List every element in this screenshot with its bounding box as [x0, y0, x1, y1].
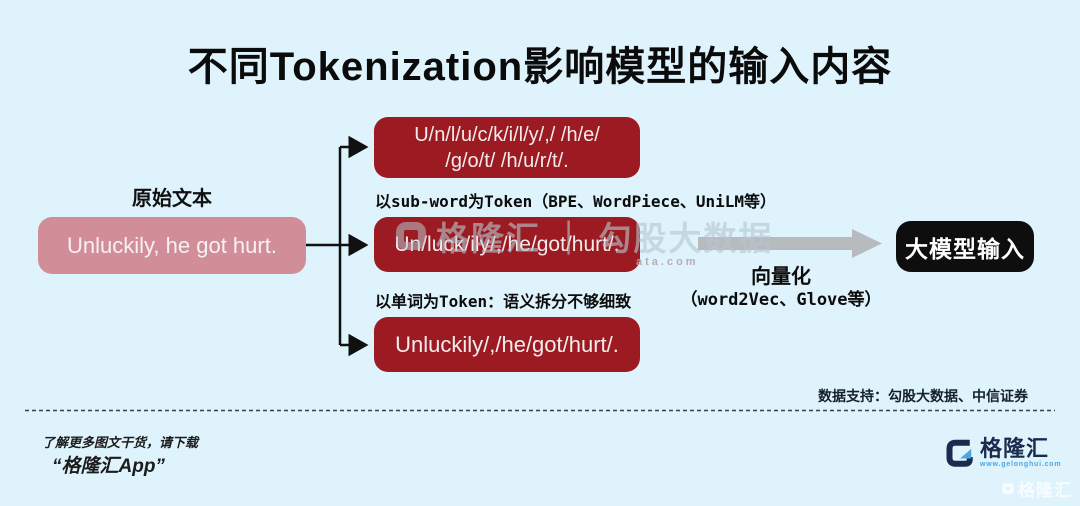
vectorization-methods: （word2Vec、Glove等）	[680, 290, 882, 310]
subword-token-value: Un/luck/ily/,/he/got/hurt/.	[394, 232, 620, 256]
brand-name: 格隆汇	[980, 436, 1050, 461]
brand-url: www.gelonghui.com	[980, 461, 1062, 468]
model-input-value: 大模型输入	[905, 235, 1025, 262]
brand-logo: 格隆汇 www.gelonghui.com	[945, 437, 1061, 471]
brand-text-block: 格隆汇 www.gelonghui.com	[980, 436, 1062, 469]
word-token-value: Unluckily/,/he/got/hurt/.	[395, 331, 619, 357]
original-text-label: 原始文本	[132, 188, 212, 210]
brand-g-icon	[946, 439, 973, 467]
original-text-value: Unluckily, he got hurt.	[67, 232, 277, 258]
subword-token-box: Un/luck/ily/,/he/got/hurt/.	[374, 217, 640, 272]
char-token-line1: U/n/l/u/c/k/i/l/y/,/ /h/e/	[414, 123, 600, 146]
word-caption: 以单词为Token：语义拆分不够细致	[375, 292, 632, 311]
word-token-box: Unluckily/,/he/got/hurt/.	[374, 317, 640, 372]
vectorization-arrow-icon	[698, 229, 882, 258]
promo-line1: 了解更多图文干货，请下载	[42, 435, 199, 450]
promo-line2: “格隆汇App”	[52, 456, 165, 477]
model-input-box: 大模型输入	[896, 221, 1034, 272]
char-token-box: U/n/l/u/c/k/i/l/y/,/ /h/e/ /g/o/t/ /h/u/…	[374, 117, 640, 178]
vectorization-label: 向量化	[751, 266, 811, 288]
corner-watermark: 格隆汇	[1002, 476, 1072, 501]
subword-caption: 以sub-word为Token（BPE、WordPiece、UniLM等）	[375, 192, 776, 211]
corner-watermark-text: 格隆汇	[1018, 481, 1072, 500]
page-title: 不同Tokenization影响模型的输入内容	[187, 45, 893, 89]
char-token-line2: /g/o/t/ /h/u/r/t/.	[445, 149, 569, 172]
corner-watermark-g-icon	[1002, 483, 1014, 494]
original-text-box: Unluckily, he got hurt.	[38, 217, 306, 274]
data-support-note: 数据支持：勾股大数据、中信证券	[818, 389, 1028, 405]
